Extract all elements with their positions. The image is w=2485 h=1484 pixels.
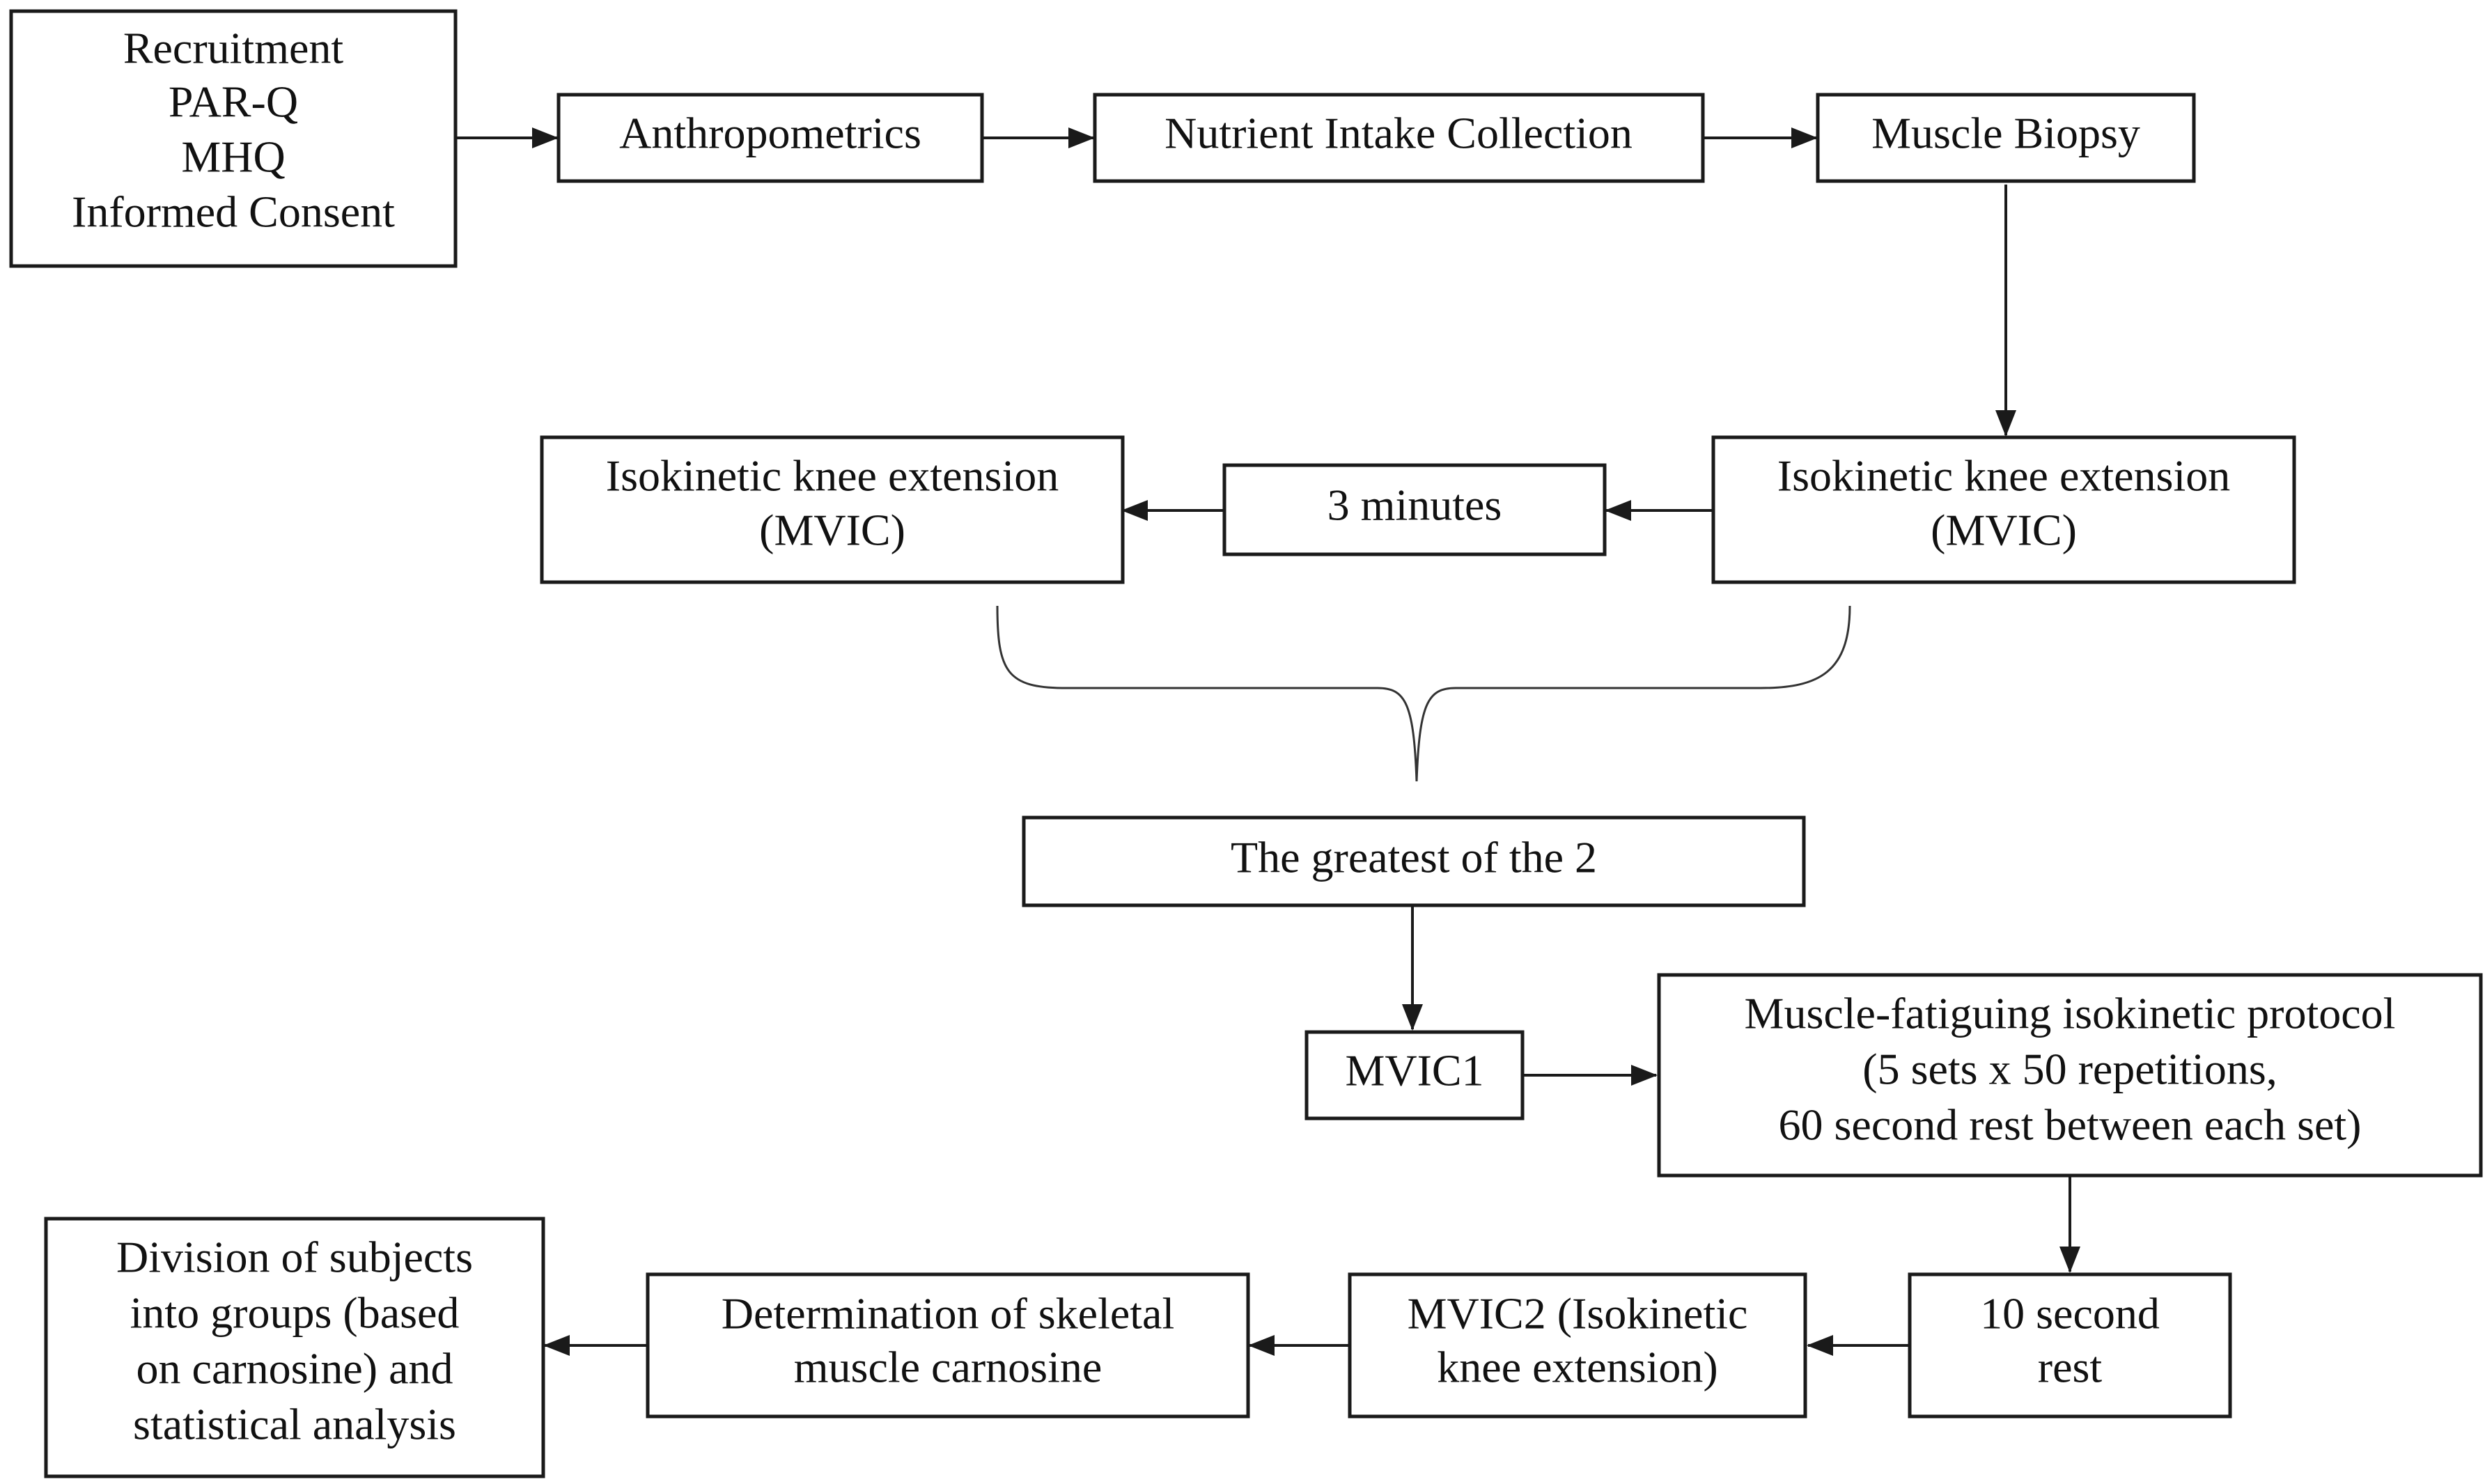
node-fatigue-protocol: Muscle-fatiguing isokinetic protocol (5 … <box>1657 973 2483 1178</box>
mvic2-line-1: MVIC2 (Isokinetic <box>1408 1289 1748 1338</box>
grouping-brace <box>996 605 1851 782</box>
node-nutrient-intake: Nutrient Intake Collection <box>1093 93 1705 183</box>
nutrient-intake-label: Nutrient Intake Collection <box>1164 109 1633 158</box>
node-isokinetic-left: Isokinetic knee extension (MVIC) <box>540 435 1125 584</box>
node-division-analysis: Division of subjects into groups (based … <box>44 1217 545 1478</box>
anthropometrics-label: Anthropometrics <box>619 109 921 158</box>
isokinetic-right-line-2: (MVIC) <box>1931 506 2077 555</box>
three-minutes-label: 3 minutes <box>1327 481 1502 530</box>
fatigue-protocol-line-3: 60 second rest between each set) <box>1779 1100 2362 1150</box>
division-line-1: Division of subjects <box>116 1233 473 1282</box>
node-isokinetic-right: Isokinetic knee extension (MVIC) <box>1711 435 2296 584</box>
division-line-3: on carnosine) and <box>137 1344 453 1393</box>
node-three-minutes: 3 minutes <box>1222 463 1607 556</box>
recruitment-line-3: MHQ <box>181 132 285 182</box>
recruitment-line-4: Informed Consent <box>72 187 395 237</box>
node-mvic2: MVIC2 (Isokinetic knee extension) <box>1348 1272 1807 1419</box>
recruitment-line-2: PAR-Q <box>169 77 298 127</box>
ten-second-rest-line-1: 10 second <box>1980 1289 2160 1338</box>
node-recruitment: Recruitment PAR-Q MHQ Informed Consent <box>9 9 458 268</box>
isokinetic-right-line-1: Isokinetic knee extension <box>1777 451 2230 501</box>
node-greatest-of-two: The greatest of the 2 <box>1022 815 1806 907</box>
carnosine-line-1: Determination of skeletal <box>722 1289 1174 1338</box>
ten-second-rest-line-2: rest <box>2038 1343 2103 1392</box>
carnosine-line-2: muscle carnosine <box>794 1343 1103 1392</box>
fatigue-protocol-line-2: (5 sets x 50 repetitions, <box>1862 1045 2277 1094</box>
node-muscle-biopsy: Muscle Biopsy <box>1816 93 2196 183</box>
connectors <box>455 127 2080 1356</box>
isokinetic-left-line-1: Isokinetic knee extension <box>606 451 1059 501</box>
fatigue-protocol-line-1: Muscle-fatiguing isokinetic protocol <box>1745 989 2396 1038</box>
recruitment-line-1: Recruitment <box>123 24 344 73</box>
node-mvic1: MVIC1 <box>1304 1030 1525 1120</box>
division-line-2: into groups (based <box>130 1288 460 1338</box>
greatest-of-two-label: The greatest of the 2 <box>1231 833 1597 882</box>
node-ten-second-rest: 10 second rest <box>1908 1272 2232 1419</box>
mvic1-label: MVIC1 <box>1345 1046 1483 1095</box>
isokinetic-left-line-2: (MVIC) <box>759 506 905 555</box>
node-anthropometrics: Anthropometrics <box>556 93 984 183</box>
mvic2-line-2: knee extension) <box>1437 1343 1717 1392</box>
node-carnosine-determination: Determination of skeletal muscle carnosi… <box>646 1272 1250 1419</box>
muscle-biopsy-label: Muscle Biopsy <box>1871 109 2140 158</box>
division-line-4: statistical analysis <box>133 1400 456 1449</box>
